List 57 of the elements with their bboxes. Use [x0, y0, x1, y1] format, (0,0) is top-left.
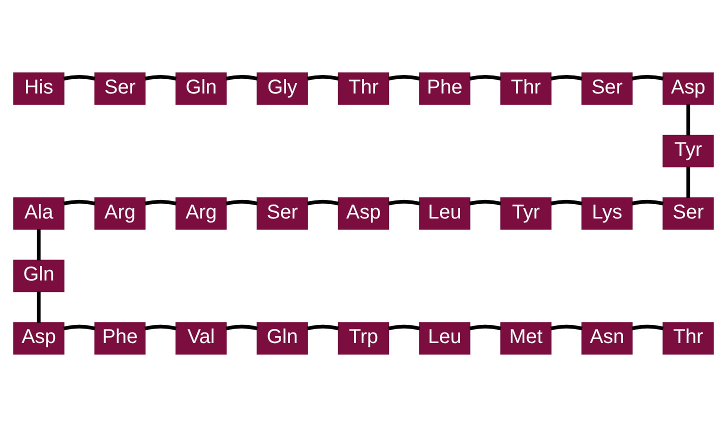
node-box: His [13, 72, 64, 104]
node-box: Gly [256, 72, 308, 104]
node-box: Gln [13, 259, 64, 292]
node-box: Asp [338, 196, 390, 230]
node-box: Met [500, 322, 552, 354]
node-box: Ser [256, 196, 308, 230]
node-box: Tyr [500, 196, 552, 230]
node-box: Thr [662, 322, 714, 354]
node-box: Tyr [662, 134, 714, 167]
node-box: Thr [500, 72, 552, 104]
connector [469, 74, 502, 80]
node-box: Asp [662, 72, 714, 104]
connector [226, 74, 258, 80]
node-box: Arg [94, 196, 146, 230]
connector [307, 324, 339, 330]
node-box: Asp [13, 322, 64, 354]
connector [144, 74, 177, 80]
connector [226, 199, 258, 205]
connector [144, 324, 177, 330]
connector [226, 324, 258, 330]
connector [469, 199, 502, 205]
connector [632, 74, 664, 80]
connector [686, 166, 690, 198]
connector [63, 74, 96, 80]
connector [144, 199, 177, 205]
connector [307, 199, 339, 205]
node-box: Val [176, 322, 227, 354]
node-box: Thr [338, 72, 390, 104]
node-box: Gln [176, 72, 227, 104]
node-box: Trp [338, 322, 390, 354]
connector [63, 199, 96, 205]
node-box: Ser [581, 72, 633, 104]
connector [632, 324, 664, 330]
connector [469, 324, 502, 330]
node-box: Ser [662, 196, 714, 230]
connector [550, 74, 582, 80]
node-box: Ser [94, 72, 146, 104]
connector [632, 199, 664, 205]
connector [63, 324, 96, 330]
node-box: Leu [419, 196, 470, 230]
node-box: Asn [581, 322, 633, 354]
connector [388, 324, 420, 330]
connector [307, 74, 339, 80]
node-box: Leu [419, 322, 470, 354]
connector [36, 291, 41, 322]
node-box: Ala [13, 196, 64, 230]
node-box: Phe [94, 322, 146, 354]
connector [36, 228, 41, 260]
connector [550, 324, 582, 330]
node-box: Arg [176, 196, 227, 230]
node-box: Gln [256, 322, 308, 354]
connector [550, 199, 582, 205]
connector [388, 74, 420, 80]
node-box: Lys [581, 196, 633, 230]
connector [686, 104, 690, 135]
connector [388, 199, 420, 205]
node-box: Phe [419, 72, 470, 104]
